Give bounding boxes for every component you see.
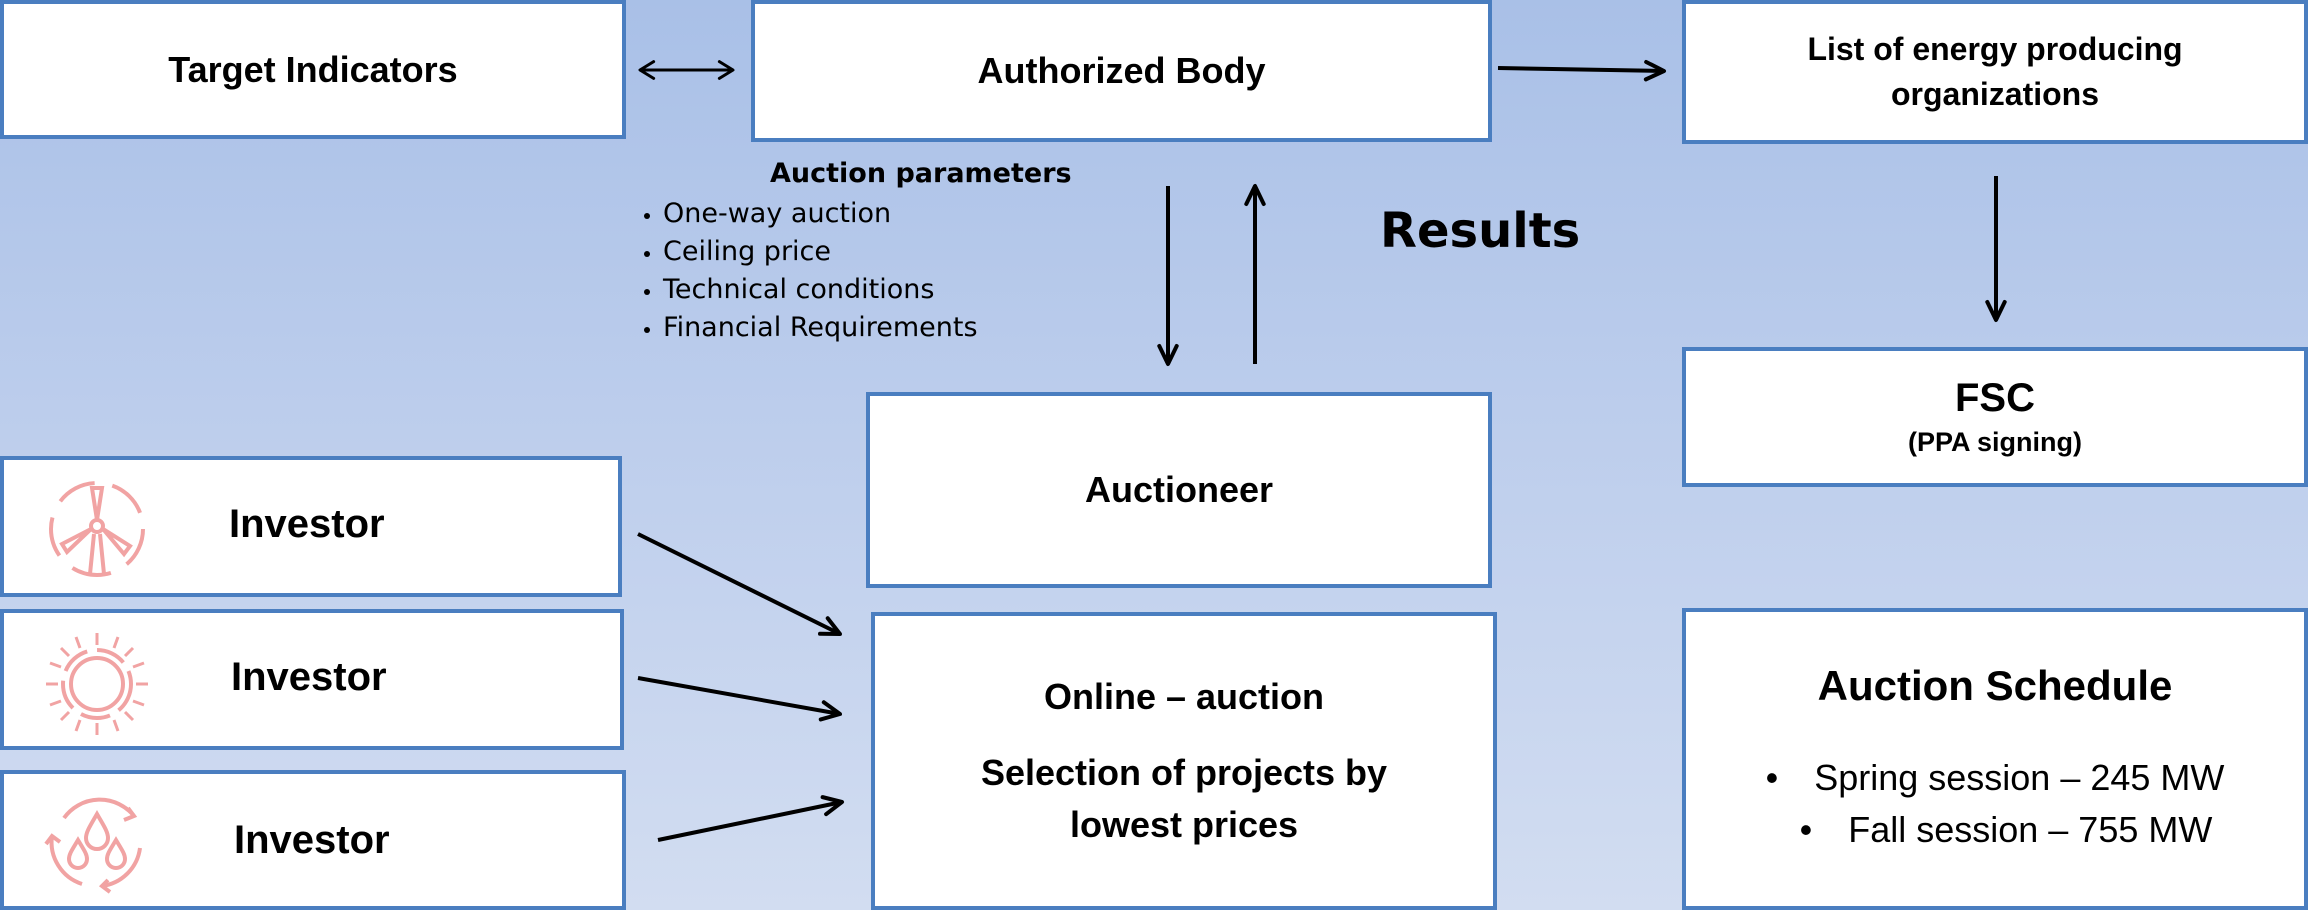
energy-organizations-label: List of energy producing organizations (1807, 31, 2183, 112)
wind-turbine-icon (49, 481, 145, 577)
schedule-item: Spring session – 245 MW (1766, 752, 2224, 804)
authorized-to-list-arrow (1497, 59, 1666, 82)
parameter-item: One-way auction (663, 195, 1072, 233)
fsc-subtitle: (PPA signing) (1908, 427, 2082, 457)
sun-icon (46, 633, 148, 735)
investor-label: Investor (229, 502, 385, 546)
auctioneer-label: Auctioneer (1084, 469, 1274, 510)
schedule-item: Fall session – 755 MW (1800, 804, 2225, 856)
auctioneer-box: Auctioneer (866, 392, 1492, 588)
investor-label: Investor (231, 655, 387, 699)
authorized-body-label: Authorized Body (977, 50, 1266, 91)
investor-label: Investor (234, 818, 390, 862)
auction-schedule-list: Spring session – 245 MW Fall session – 7… (1766, 752, 2225, 856)
list-to-fsc-arrow (1985, 176, 2007, 322)
auction-schedule-box: Auction Schedule Spring session – 245 MW… (1682, 608, 2308, 910)
parameter-item: Financial Requirements (663, 309, 1072, 347)
investor-water-arrow (657, 795, 844, 842)
auction-schedule-title: Auction Schedule (1817, 662, 2173, 709)
target-authorized-arrow (638, 60, 735, 80)
investor-box-wind: Investor (0, 456, 622, 597)
investor-box-water: Investor (0, 770, 626, 910)
results-label: Results (1380, 203, 1581, 259)
auction-parameters: Auction parameters One-way auction Ceili… (625, 158, 1072, 347)
parameter-item: Ceiling price (663, 233, 1072, 271)
auction-parameters-title: Auction parameters (770, 158, 1072, 189)
target-indicators-box: Target Indicators (0, 0, 626, 139)
online-auction-title: Online – auction (1043, 676, 1325, 717)
parameter-item: Technical conditions (663, 271, 1072, 309)
results-up-arrow (1244, 184, 1266, 364)
parameters-down-arrow (1157, 186, 1179, 366)
fsc-box: FSC (PPA signing) (1682, 347, 2308, 487)
auction-parameters-list: One-way auction Ceiling price Technical … (625, 195, 1072, 347)
investor-sun-arrow (637, 676, 842, 722)
investor-wind-arrow (637, 532, 842, 636)
online-auction-box: Online – auction Selection of projects b… (871, 612, 1497, 910)
target-indicators-label: Target Indicators (168, 48, 458, 90)
fsc-title: FSC (1955, 376, 2035, 420)
investor-box-sun: Investor (0, 609, 624, 750)
water-cycle-icon (44, 797, 142, 894)
energy-organizations-box: List of energy producing organizations (1682, 0, 2308, 144)
authorized-body-box: Authorized Body (751, 0, 1492, 142)
project-selection-label: Selection of projects by lowest prices (980, 752, 1388, 845)
